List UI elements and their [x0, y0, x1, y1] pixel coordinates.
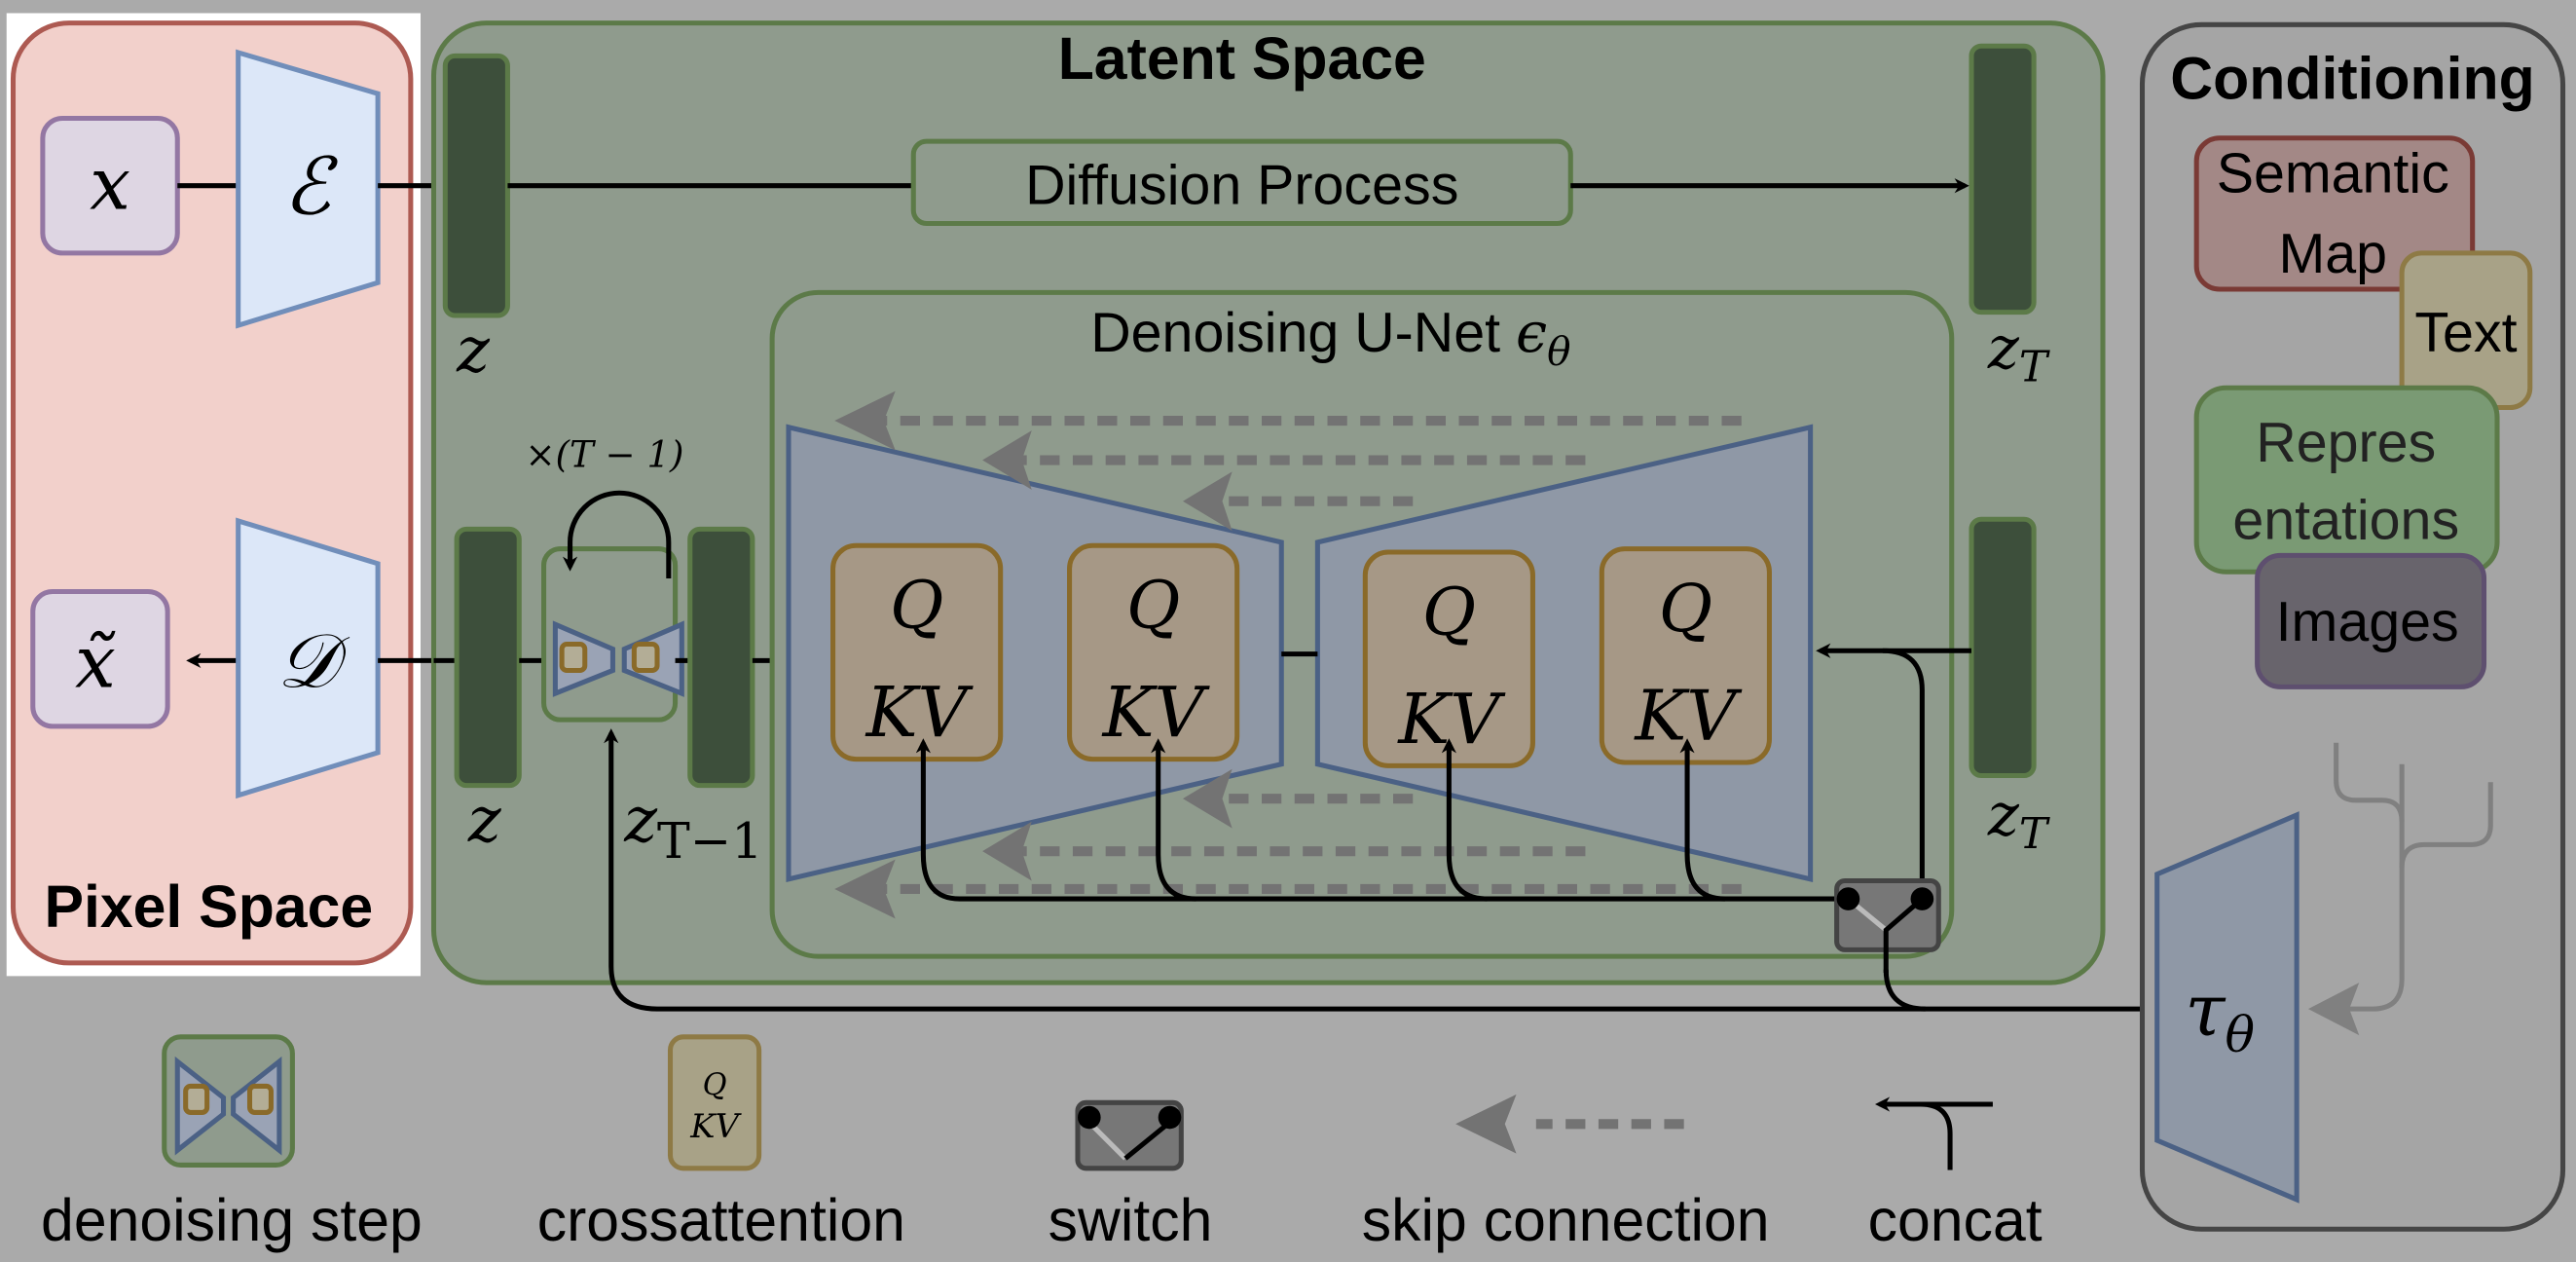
diffusion-process-box[interactable]: Diffusion Process	[910, 138, 1573, 227]
legend: denoising step Q KV crossattention switc…	[41, 1034, 2042, 1253]
switch[interactable]	[1834, 877, 1941, 974]
legend-label-denoising-step: denoising step	[41, 1187, 423, 1253]
conditioning-title: Conditioning	[2170, 45, 2535, 111]
repeat-loop-arrow	[562, 490, 672, 578]
crossattention-icon: Q KV	[667, 1034, 762, 1171]
crossattention-block-1[interactable]: Q KV	[830, 542, 1004, 762]
query-label: Q	[1659, 570, 1712, 647]
representations-label-line1: Repres	[2256, 412, 2436, 474]
images-input-label: Images	[2276, 591, 2459, 653]
encoder-label: ℰ	[283, 141, 339, 233]
images-input[interactable]: Images	[2255, 552, 2487, 689]
skip-arrowheads	[834, 390, 1233, 919]
latent-space-title: Latent Space	[1058, 25, 1426, 92]
latent-z-bottom[interactable]	[454, 526, 522, 789]
query-label: Q	[1422, 573, 1476, 650]
latent-z-top-label: z	[456, 314, 491, 387]
query-label: Q	[890, 567, 943, 644]
pixel-space-panel: Pixel Space x ℰ x̃ 𝒟	[6, 13, 458, 977]
conditioning-panel: Conditioning Semantic Map Text Repres en…	[2139, 21, 2566, 1232]
latent-zT-top[interactable]	[1969, 43, 2037, 316]
skip-connections	[870, 415, 1742, 894]
semantic-map-label-line2: Map	[2278, 223, 2387, 285]
crossattention-block-4[interactable]: Q KV	[1599, 546, 1772, 765]
unet-title: Denoising U-Net ϵθ	[1090, 300, 1570, 375]
representations-label-line2: entations	[2232, 490, 2459, 552]
latent-zT-minus-1-label: zT−1	[623, 784, 762, 870]
unet-panel: Denoising U-Net ϵθ Q KV	[769, 289, 1971, 974]
merge-tree-lines	[2334, 742, 2493, 1012]
legend-label-skip-connection: skip connection	[1362, 1187, 1770, 1253]
concat-icon	[1874, 1096, 1993, 1170]
latent-zT-bottom[interactable]	[1969, 516, 2037, 779]
key-value-label: KV	[1101, 672, 1211, 753]
output-image-label: x̃	[75, 619, 116, 704]
input-image-box[interactable]: x	[40, 115, 180, 256]
legend-kv-label: KV	[689, 1107, 742, 1145]
latent-zT-top-label: zT	[1987, 315, 2050, 392]
pixel-space-title: Pixel Space	[44, 873, 373, 940]
representations-input[interactable]: Repres entations	[2193, 385, 2500, 575]
text-input[interactable]: Text	[2399, 250, 2533, 411]
legend-label-switch: switch	[1049, 1187, 1213, 1253]
text-input-label: Text	[2414, 302, 2517, 364]
diffusion-process-label: Diffusion Process	[1025, 154, 1458, 216]
input-image-label: x	[90, 141, 130, 226]
decoder[interactable]: 𝒟	[236, 517, 381, 799]
repeat-label: ×(T − 1)	[525, 433, 683, 475]
conditioning-encoder-tau[interactable]: τθ	[2154, 811, 2300, 1204]
tau-label: τθ	[2185, 968, 2255, 1063]
switch-icon	[1075, 1099, 1184, 1171]
denoising-step-box[interactable]	[541, 546, 684, 723]
legend-label-crossattention: crossattention	[537, 1187, 905, 1253]
latent-z-top[interactable]	[442, 53, 510, 318]
legend-label-concat: concat	[1868, 1187, 2042, 1253]
query-label: Q	[1126, 567, 1180, 644]
encoder[interactable]: ℰ	[236, 49, 381, 329]
semantic-map-label-line1: Semantic	[2217, 142, 2449, 204]
conditioning-main-line	[604, 728, 2159, 1012]
latent-zT-bottom-label: zT	[1987, 781, 2050, 858]
key-value-label: KV	[865, 672, 975, 753]
crossattention-block-2[interactable]: Q KV	[1067, 542, 1240, 762]
crossattention-block-3[interactable]: Q KV	[1362, 549, 1535, 768]
latent-zT-minus-1[interactable]	[687, 526, 755, 789]
denoising-step-icon	[162, 1034, 295, 1168]
merge-arrowhead	[2307, 983, 2360, 1036]
legend-q-label: Q	[703, 1068, 727, 1102]
output-image-box[interactable]: x̃	[30, 588, 170, 729]
latent-z-bottom-label: z	[467, 784, 502, 857]
semantic-map-input[interactable]: Semantic Map	[2193, 135, 2476, 292]
conditioning-feed-lines	[915, 738, 1847, 902]
skip-connection-icon	[1455, 1094, 1684, 1154]
